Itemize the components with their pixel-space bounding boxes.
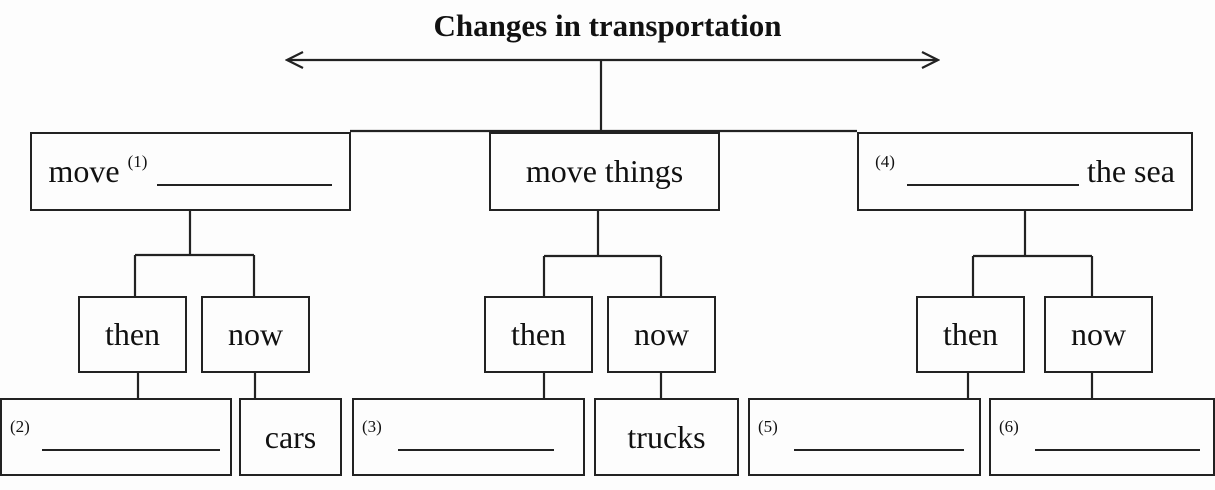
category-2-then-answer-box: (3): [352, 398, 585, 476]
category-2-then-label: then: [510, 316, 567, 352]
category-box-3: (4) the sea: [857, 132, 1193, 211]
branch-2: [542, 210, 663, 398]
category-1-prefix: move: [48, 153, 120, 189]
category-1-now-answer-text: cars: [264, 418, 317, 455]
category-3-number: (4): [875, 151, 895, 171]
category-1-then-answer-box: (2): [0, 398, 232, 476]
category-1-then-answer-number: (2): [10, 417, 30, 436]
category-2-then-answer-blank[interactable]: [397, 423, 554, 451]
category-1-number: (1): [127, 151, 148, 171]
category-3-then-answer-box: (5): [748, 398, 981, 476]
category-3-suffix: the sea: [1086, 153, 1175, 189]
diagram-title: Changes in transportation: [433, 8, 782, 43]
category-1-then-box: then: [78, 296, 187, 373]
category-3-now-answer-number: (6): [999, 417, 1019, 436]
category-1-now-answer-box: cars: [239, 398, 342, 476]
category-1-now-box: now: [201, 296, 310, 373]
branch-3: [966, 210, 1094, 398]
category-1-blank[interactable]: [157, 158, 333, 186]
category-3-then-label: then: [942, 316, 999, 352]
category-1-then-label: then: [104, 316, 161, 352]
category-3-then-answer-blank[interactable]: [793, 423, 964, 451]
category-3-then-answer-number: (5): [758, 417, 778, 436]
category-2-prefix: move things: [525, 153, 684, 189]
category-1-now-label: now: [227, 316, 284, 352]
category-3-now-answer-blank[interactable]: [1034, 423, 1200, 451]
category-2-then-box: then: [484, 296, 593, 373]
category-2-now-label: now: [633, 316, 690, 352]
category-box-1: move (1): [30, 132, 351, 211]
category-3-now-answer-box: (6): [989, 398, 1215, 476]
category-box-2: move things: [489, 132, 720, 211]
category-3-now-box: now: [1044, 296, 1153, 373]
category-2-then-answer-number: (3): [362, 417, 382, 436]
category-3-then-box: then: [916, 296, 1025, 373]
branch-1: [133, 210, 257, 398]
category-3-blank[interactable]: [906, 158, 1079, 186]
category-2-now-box: now: [607, 296, 716, 373]
category-3-now-label: now: [1070, 316, 1127, 352]
category-2-now-answer-box: trucks: [594, 398, 739, 476]
category-2-now-answer-text: trucks: [627, 418, 706, 455]
category-1-then-answer-blank[interactable]: [41, 423, 220, 451]
